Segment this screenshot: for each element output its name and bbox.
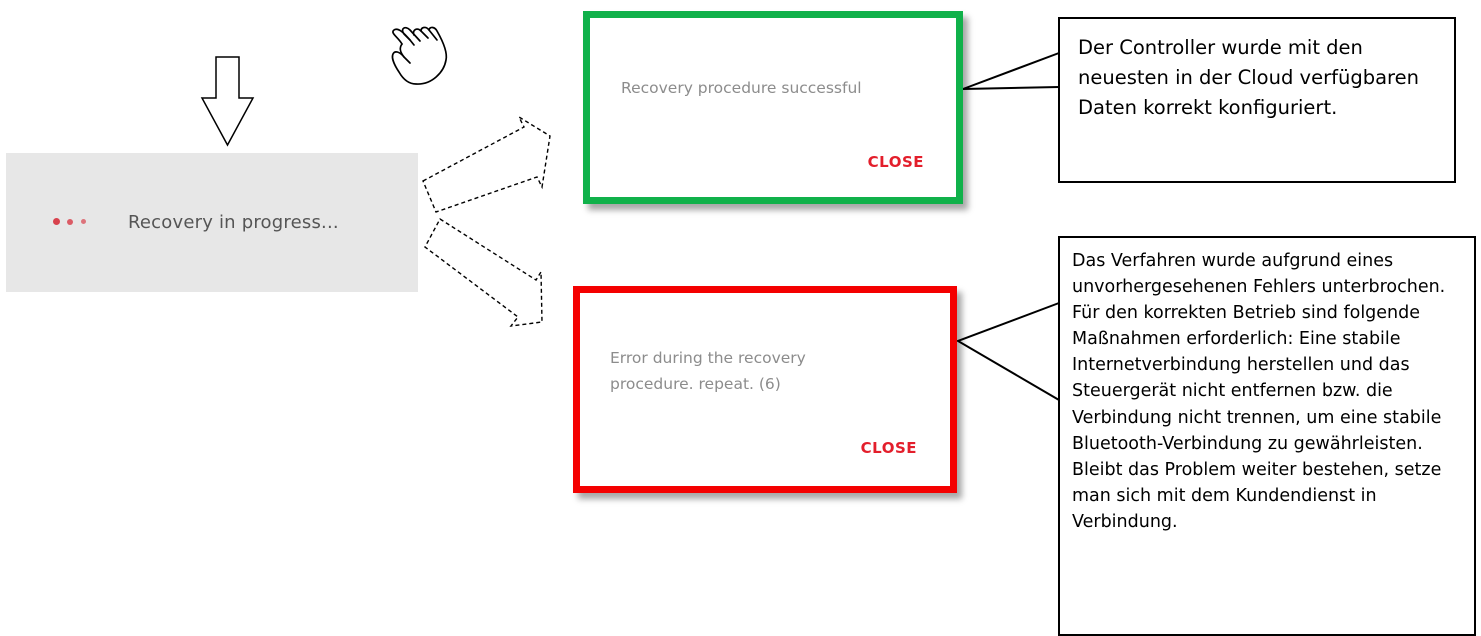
close-button[interactable]: CLOSE bbox=[860, 439, 917, 457]
dashed-arrow-icon bbox=[424, 218, 543, 327]
success-dialog: Recovery procedure successful CLOSE bbox=[583, 11, 963, 204]
callout-pointer bbox=[955, 302, 1060, 401]
error-explanation-callout: Das Verfahren wurde aufgrund eines unvor… bbox=[1058, 236, 1476, 636]
callout-pointer bbox=[962, 52, 1060, 90]
success-message: Recovery procedure successful bbox=[621, 79, 862, 97]
diagram-overlay bbox=[200, 26, 1060, 401]
hand-pointer-icon bbox=[391, 26, 448, 85]
error-message: Error during the recovery procedure. rep… bbox=[610, 349, 806, 393]
success-explanation-callout: Der Controller wurde mit den neuesten in… bbox=[1058, 17, 1456, 183]
error-dialog: Error during the recovery procedure. rep… bbox=[573, 286, 957, 493]
progress-label: Recovery in progress... bbox=[128, 212, 339, 233]
loading-dots-icon bbox=[53, 218, 113, 230]
close-button[interactable]: CLOSE bbox=[867, 153, 924, 171]
recovery-progress-panel: Recovery in progress... bbox=[6, 153, 418, 292]
dashed-arrow-icon bbox=[422, 115, 551, 213]
down-arrow-icon bbox=[200, 56, 255, 147]
